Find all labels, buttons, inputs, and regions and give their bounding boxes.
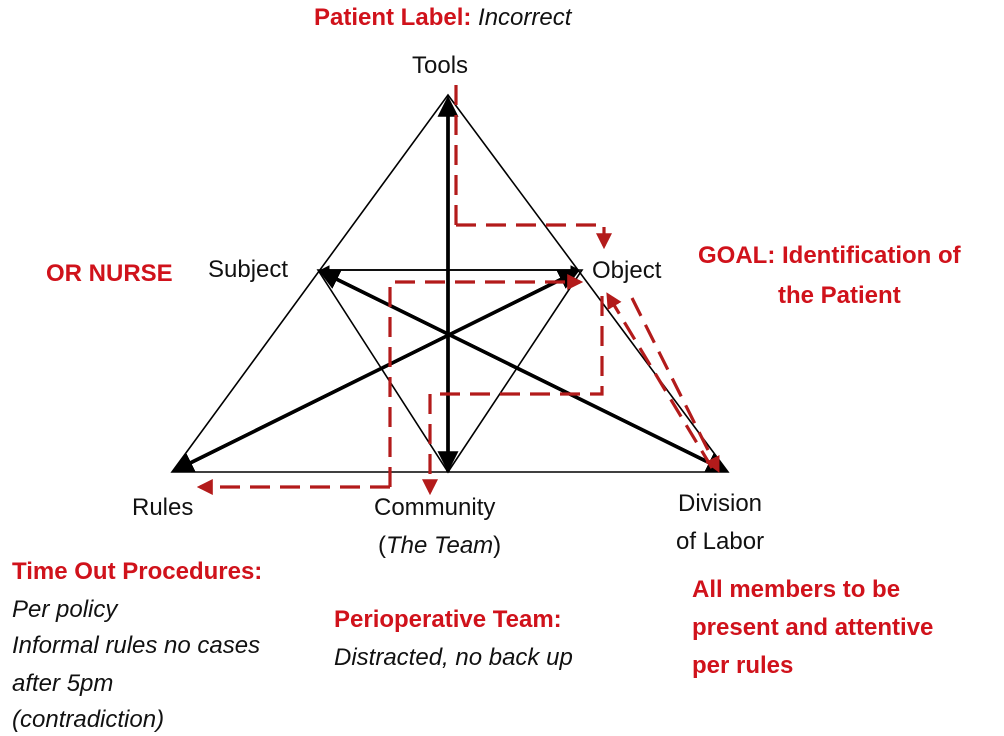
dashed-arrow-object-to-community bbox=[422, 296, 604, 496]
timeout-title: Time Out Procedures: bbox=[12, 558, 263, 585]
periop-text: Distracted, no back up bbox=[334, 644, 573, 671]
patient-label-value: Incorrect bbox=[478, 4, 572, 31]
node-community: Community bbox=[374, 494, 496, 521]
node-object: Object bbox=[592, 257, 662, 284]
timeout-line-1: Per policy bbox=[12, 596, 118, 623]
node-tools: Tools bbox=[412, 52, 469, 79]
members-line-3: per rules bbox=[692, 652, 794, 679]
dashed-arrow-object-division bbox=[630, 297, 720, 473]
periop-title: Perioperative Team: bbox=[334, 606, 562, 633]
patient-label-heading: Patient Label: Incorrect bbox=[314, 4, 571, 32]
dashed-arrow-division-object bbox=[606, 292, 714, 469]
members-line-2: present and attentive bbox=[692, 614, 934, 641]
timeout-line-4: (contradiction) bbox=[12, 706, 165, 733]
dashed-arrow-team-to-object bbox=[388, 274, 584, 487]
node-rules: Rules bbox=[132, 494, 194, 521]
patient-label-key: Patient Label: bbox=[314, 4, 472, 31]
goal-line1: GOAL: Identification of bbox=[698, 242, 961, 269]
node-subject: Subject bbox=[208, 256, 289, 283]
timeout-line-2: Informal rules no cases bbox=[12, 632, 261, 659]
inner-triangle bbox=[316, 269, 584, 474]
members-line-1: All members to be bbox=[692, 576, 901, 603]
node-community-subtitle: (The Team) bbox=[378, 532, 502, 559]
goal-line2: the Patient bbox=[778, 282, 901, 309]
community-team-label: The Team bbox=[386, 532, 494, 559]
dashed-arrow-tools-object-path bbox=[456, 223, 612, 250]
dashed-flow-arrows bbox=[196, 84, 720, 496]
timeout-line-3: after 5pm bbox=[12, 670, 114, 697]
node-division-line1: Division bbox=[678, 490, 763, 517]
node-division-line2: of Labor bbox=[676, 528, 765, 555]
or-nurse-label: OR NURSE bbox=[46, 260, 173, 287]
arrow-object-rules bbox=[172, 270, 577, 472]
